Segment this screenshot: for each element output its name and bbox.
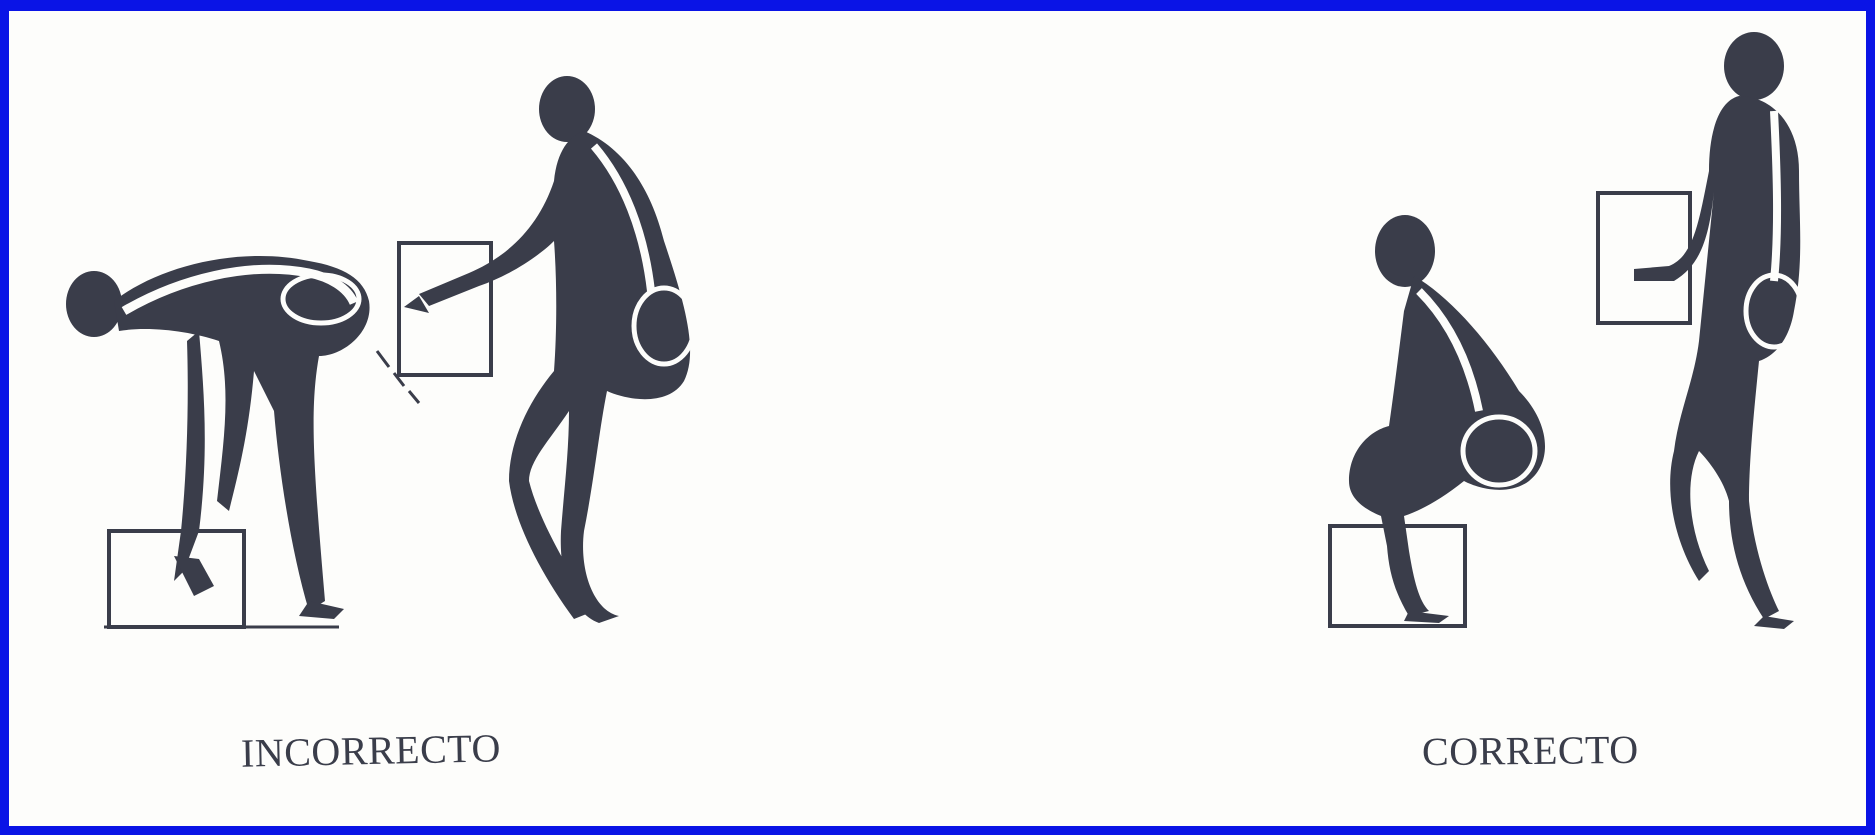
upright-spine-mark (1774, 111, 1777, 281)
carried-box-correct (1598, 193, 1690, 323)
correct-illustration (1009, 11, 1866, 711)
standing-person-figure (404, 76, 690, 623)
box-on-floor-incorrect (109, 531, 244, 627)
panel-correct: CORRECTO (1009, 11, 1866, 826)
bent-over-person-figure (66, 256, 370, 619)
panel-incorrect: INCORRECTO (9, 11, 909, 826)
caption-correct: CORRECTO (1422, 726, 1639, 775)
caption-incorrect: INCORRECTO (241, 724, 502, 776)
illustration-sheet: INCORRECTO (9, 11, 1866, 826)
incorrect-illustration (9, 11, 909, 711)
